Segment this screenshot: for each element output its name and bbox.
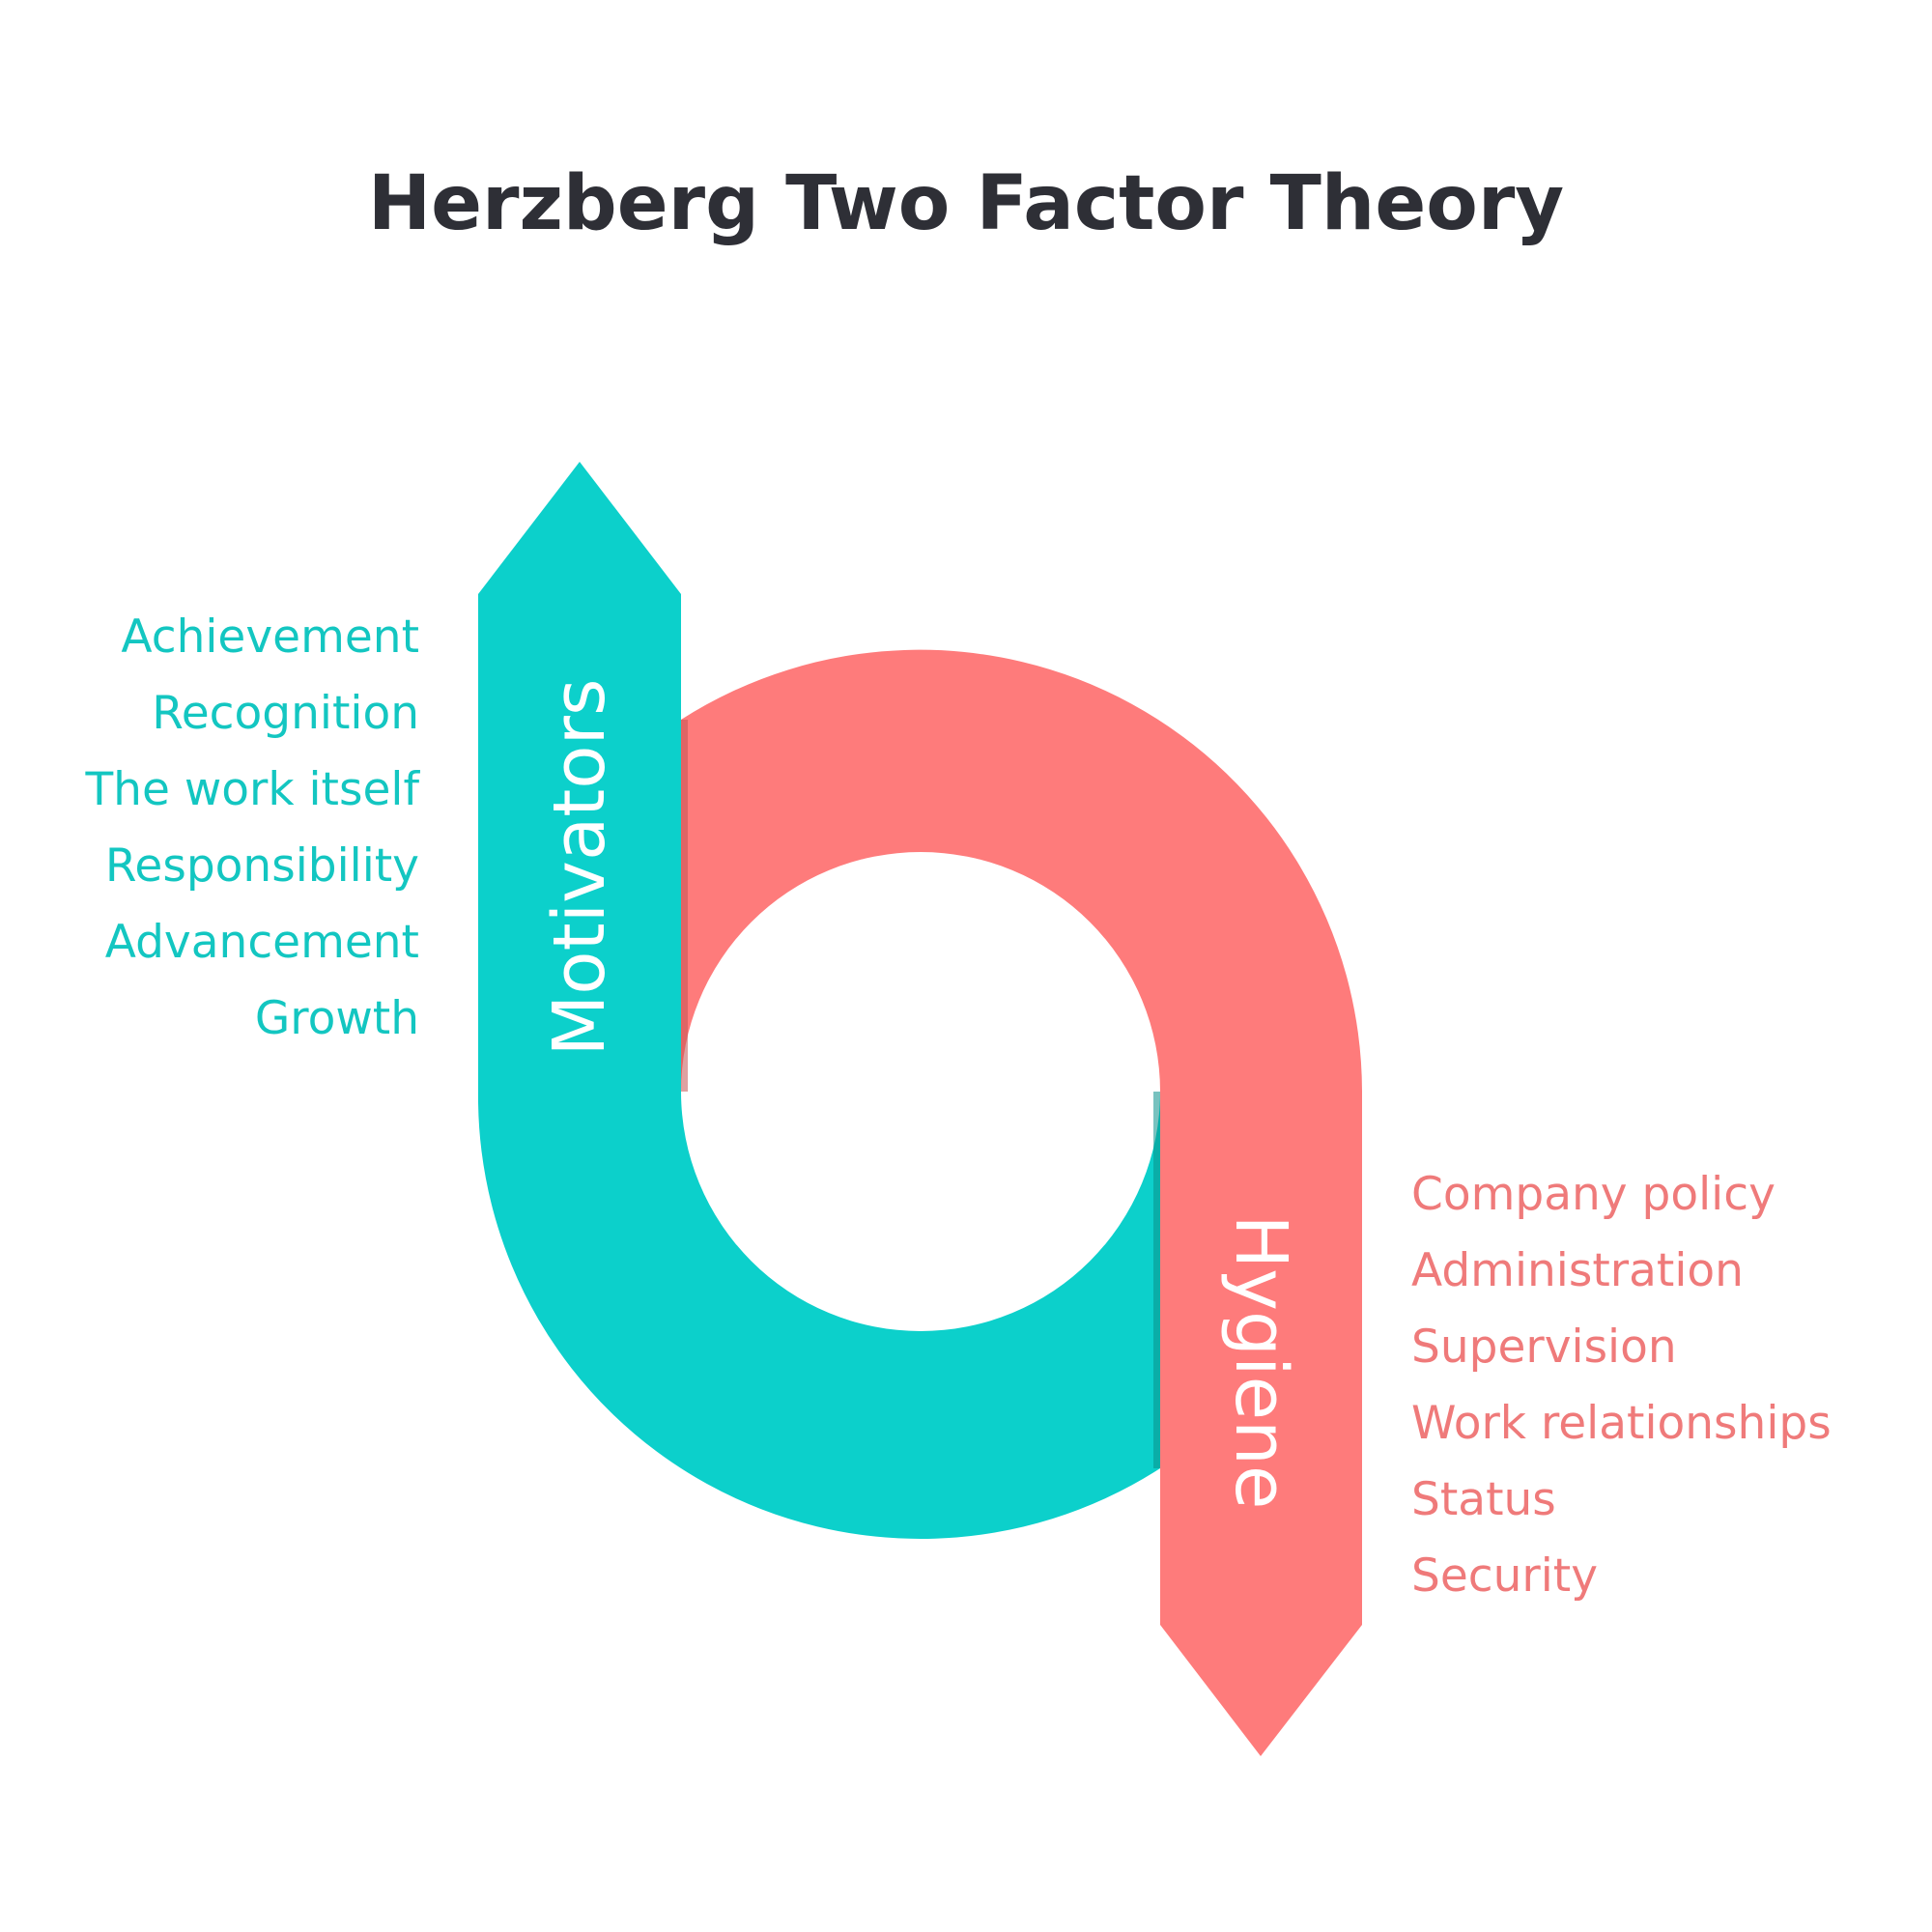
motivator-item: Recognition	[152, 687, 419, 740]
motivator-item: Advancement	[105, 916, 419, 969]
hygiene-seam-shadow	[1153, 1092, 1160, 1468]
page-title: Herzberg Two Factor Theory	[368, 160, 1564, 247]
hygiene-list: Company policy Administration Supervisio…	[1411, 1168, 1832, 1603]
hygiene-arrow-shape	[681, 649, 1362, 1756]
motivators-label: Motivators	[538, 678, 621, 1056]
hygiene-item: Administration	[1411, 1244, 1744, 1297]
hygiene-item: Status	[1411, 1473, 1556, 1526]
motivator-item: Achievement	[121, 611, 419, 664]
motivators-list: Achievement Recognition The work itself …	[84, 611, 420, 1045]
hygiene-item: Security	[1411, 1549, 1598, 1603]
motivators-seam-shadow	[681, 720, 688, 1092]
motivators-ring-segment	[477, 1092, 1160, 1539]
motivator-item: Responsibility	[105, 839, 419, 893]
hygiene-item: Supervision	[1411, 1321, 1677, 1374]
hygiene-item: Company policy	[1411, 1168, 1776, 1221]
motivator-item: The work itself	[84, 763, 420, 816]
hygiene-label: Hygiene	[1219, 1215, 1302, 1510]
motivators-arrow-shape	[478, 462, 681, 1092]
hygiene-item: Work relationships	[1411, 1397, 1832, 1450]
motivator-item: Growth	[255, 992, 419, 1045]
